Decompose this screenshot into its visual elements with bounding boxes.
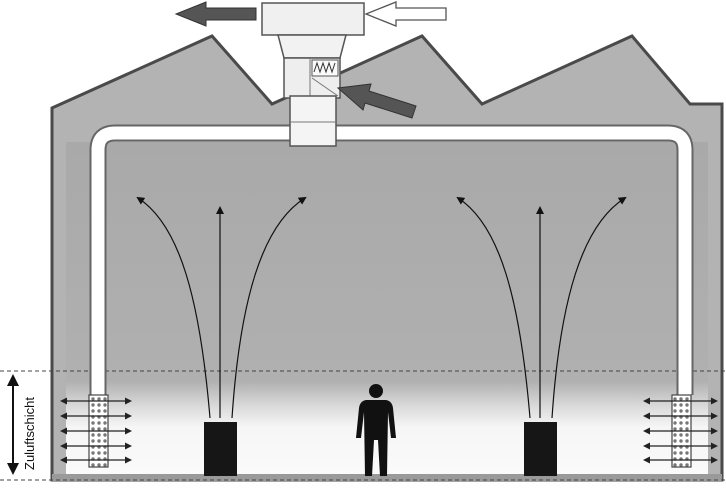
person-icon (356, 384, 396, 476)
return-arrow-icon (336, 83, 417, 119)
thermal-plume-left (136, 196, 307, 419)
zone-label: Zuluftschicht (22, 397, 37, 470)
zone-height-arrow-top (7, 374, 19, 386)
duct-riser (289, 95, 337, 147)
intake-arrow-icon (364, 1, 447, 27)
exhaust-arrow-icon (174, 1, 257, 27)
floor (52, 474, 722, 481)
zone-height-arrow-bottom (7, 463, 19, 475)
supply-duct (91, 126, 692, 395)
filter-zigzag (313, 61, 336, 74)
diffuser-right-arrows (643, 397, 718, 464)
ahu-top-box (261, 2, 365, 36)
thermal-plume-right (456, 196, 627, 419)
ahu-hood (277, 34, 347, 59)
heat-source-right (524, 422, 557, 476)
heat-source-left (204, 422, 237, 476)
diffuser-left-arrows (60, 397, 132, 464)
